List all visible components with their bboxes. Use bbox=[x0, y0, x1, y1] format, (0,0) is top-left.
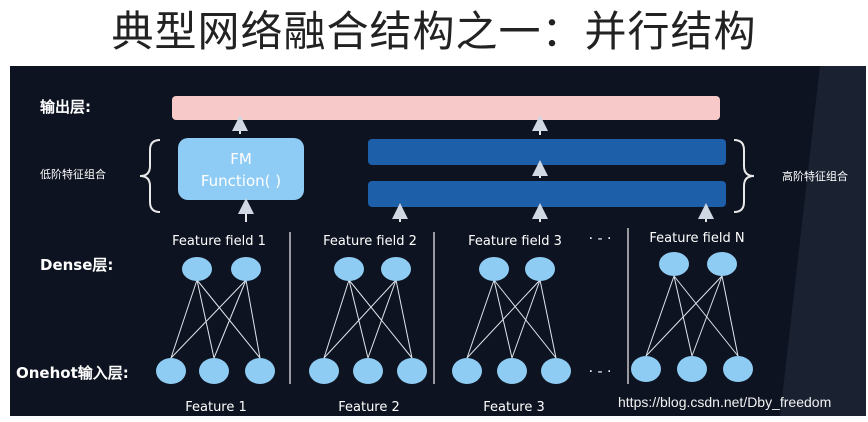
edge bbox=[673, 275, 739, 357]
edge bbox=[493, 279, 557, 359]
edge bbox=[493, 279, 513, 359]
onehot-nodes bbox=[156, 356, 753, 384]
edge bbox=[323, 279, 350, 359]
edge bbox=[196, 279, 215, 359]
feature-field-3-label: Feature field 3 bbox=[468, 234, 562, 249]
field-separators bbox=[289, 228, 629, 384]
dense-node bbox=[334, 257, 364, 281]
flow-arrows bbox=[232, 115, 714, 222]
input-node bbox=[452, 358, 482, 384]
edge bbox=[196, 279, 261, 359]
dense-node bbox=[707, 252, 737, 276]
fm-function-label: Function( ) bbox=[201, 172, 281, 190]
edge bbox=[511, 279, 541, 359]
input-node bbox=[631, 356, 661, 382]
edge bbox=[348, 279, 369, 359]
page-title: 典型网络融合结构之一：并行结构 bbox=[111, 7, 757, 56]
edge bbox=[466, 279, 495, 359]
edge bbox=[691, 275, 723, 357]
diagram-background bbox=[10, 66, 866, 416]
dense-node bbox=[659, 252, 689, 276]
edge bbox=[170, 279, 247, 359]
edge bbox=[721, 275, 739, 357]
dense-node bbox=[479, 257, 509, 281]
edge bbox=[395, 279, 413, 359]
edge bbox=[645, 275, 675, 357]
input-node bbox=[677, 356, 707, 382]
dense-nodes bbox=[182, 252, 737, 281]
input-node bbox=[245, 358, 275, 384]
connection-lines bbox=[170, 275, 739, 359]
edge bbox=[213, 279, 247, 359]
dense-node bbox=[231, 257, 261, 281]
low-order-brace bbox=[139, 139, 161, 213]
edge bbox=[245, 279, 261, 359]
fm-function-box bbox=[178, 138, 304, 200]
background-accent bbox=[780, 66, 866, 416]
input-node bbox=[723, 356, 753, 382]
input-node bbox=[397, 358, 427, 384]
input-node bbox=[353, 358, 383, 384]
output-layer-bar bbox=[172, 96, 720, 120]
edge bbox=[673, 275, 693, 357]
onehot-layer-label: Onehot输入层: bbox=[16, 364, 129, 382]
dense-node bbox=[525, 257, 555, 281]
edge bbox=[170, 279, 198, 359]
input-node bbox=[156, 358, 186, 384]
dnn-hidden-bar-bottom bbox=[368, 181, 726, 207]
edge bbox=[645, 275, 723, 357]
feature-3-label: Feature 3 bbox=[483, 400, 545, 415]
edge bbox=[367, 279, 397, 359]
feature-field-1-label: Feature field 1 bbox=[172, 234, 266, 249]
edge bbox=[539, 279, 557, 359]
dense-layer-label: Dense层: bbox=[40, 256, 113, 274]
feature-field-2-label: Feature field 2 bbox=[323, 234, 417, 249]
edge bbox=[348, 279, 413, 359]
high-order-label: 高阶特征组合 bbox=[782, 169, 848, 183]
input-node bbox=[199, 358, 229, 384]
watermark-text: https://blog.csdn.net/Dby_freedom bbox=[618, 394, 832, 410]
feature-1-label: Feature 1 bbox=[185, 400, 247, 415]
low-order-label: 低阶特征组合 bbox=[40, 167, 106, 181]
feature-field-n-label: Feature field N bbox=[649, 231, 744, 246]
dnn-hidden-bar-top bbox=[368, 139, 726, 165]
high-order-brace bbox=[733, 139, 755, 213]
input-node bbox=[541, 358, 571, 384]
input-node bbox=[309, 358, 339, 384]
feature-2-label: Feature 2 bbox=[338, 400, 400, 415]
dense-node bbox=[182, 257, 212, 281]
edge bbox=[323, 279, 397, 359]
input-node bbox=[497, 358, 527, 384]
fm-label: FM bbox=[230, 150, 252, 168]
output-layer-label: 输出层: bbox=[40, 98, 91, 116]
fields-ellipsis: · - · bbox=[589, 231, 612, 247]
dense-node bbox=[381, 257, 411, 281]
features-ellipsis: · - · bbox=[589, 364, 612, 380]
